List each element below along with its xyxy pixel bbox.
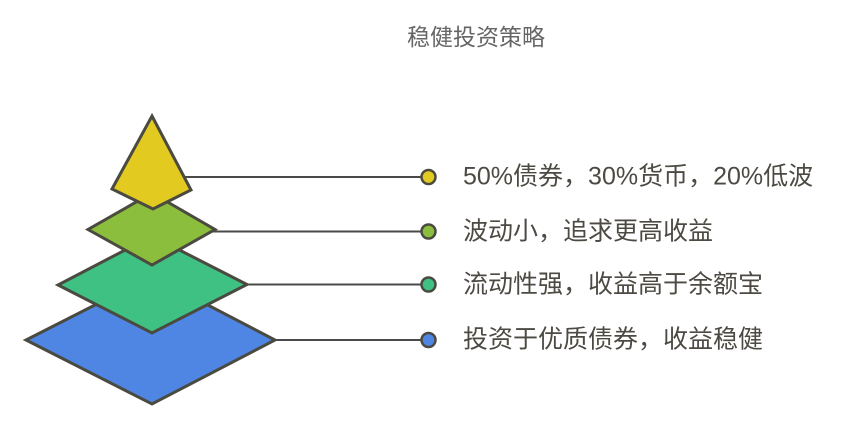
level-4-label: 投资于优质债券，收益稳健 bbox=[463, 325, 764, 354]
pyramid-level-2-shape bbox=[84, 191, 219, 267]
bullet-dot-3 bbox=[420, 276, 437, 293]
pyramid-level-3-shape bbox=[54, 234, 251, 335]
level-2-label: 波动小，追求更高收益 bbox=[463, 217, 714, 246]
bullet-dot-2 bbox=[420, 223, 437, 240]
pyramid-level-4-shape bbox=[22, 274, 279, 406]
bullet-dot-1 bbox=[420, 168, 437, 186]
diagram-title: 稳健投资策略 bbox=[407, 24, 545, 50]
bullet-dot-4 bbox=[420, 331, 437, 349]
level-3-label: 流动性强，收益高于余额宝 bbox=[463, 270, 764, 299]
pyramid-level-1-shape bbox=[109, 112, 194, 211]
level-1-label: 50%债券，30%货币，20%低波 bbox=[463, 162, 814, 191]
